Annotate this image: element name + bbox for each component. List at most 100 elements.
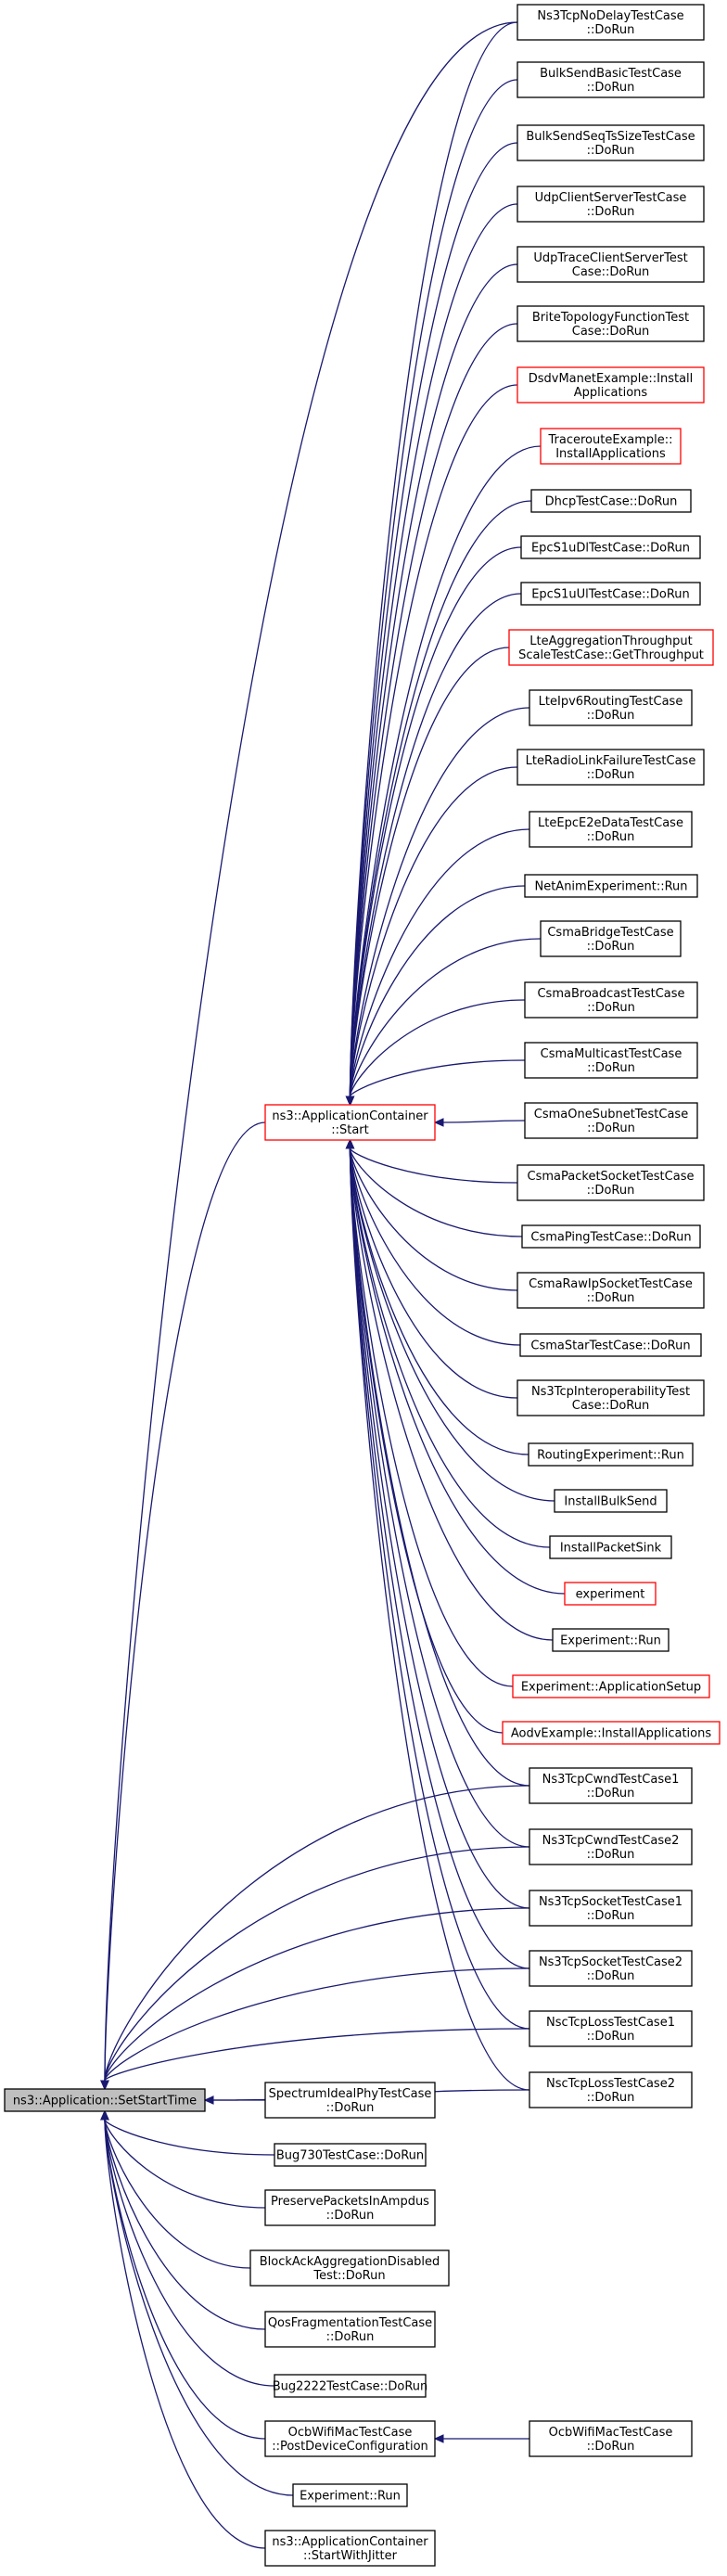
node-n19[interactable]: CsmaMulticastTestCase::DoRun [524, 1042, 698, 1079]
node-label: BriteTopologyFunctionTest [532, 311, 689, 325]
node-m09[interactable]: ns3::ApplicationContainer::StartWithJitt… [264, 2530, 436, 2567]
node-label: ::DoRun [587, 2091, 635, 2105]
node-label: Experiment::Run [300, 2490, 401, 2504]
call-edge [349, 1147, 530, 2091]
node-label: NscTcpLossTestCase1 [546, 2016, 675, 2030]
call-edge [349, 323, 518, 1097]
node-box [517, 246, 705, 283]
node-n28[interactable]: InstallPacketSink [549, 1535, 672, 1559]
node-appcontainer_start[interactable]: ns3::ApplicationContainer::Start [264, 1104, 436, 1141]
call-edge [349, 1147, 554, 1641]
node-n09[interactable]: DhcpTestCase::DoRun [530, 489, 692, 513]
node-label: ::DoRun [587, 1909, 635, 1923]
node-m07[interactable]: OcbWifiMacTestCase::PostDeviceConfigurat… [264, 2420, 436, 2457]
node-n26[interactable]: RoutingExperiment::Run [528, 1442, 694, 1467]
node-root: ns3::Application::SetStartTime [4, 2088, 206, 2112]
call-edge [104, 1907, 530, 2082]
node-n35[interactable]: Ns3TcpSocketTestCase1::DoRun [529, 1890, 693, 1927]
node-label: ns3::Application::SetStartTime [13, 2095, 197, 2108]
node-n03[interactable]: BulkSendSeqTsSizeTestCase::DoRun [517, 124, 705, 161]
node-n10[interactable]: EpcS1uDlTestCase::DoRun [520, 535, 701, 559]
call-edge [104, 2119, 266, 2440]
node-label: LteEpcE2eDataTestCase [538, 816, 683, 830]
node-box [517, 305, 705, 342]
node-box [517, 1164, 705, 1201]
node-n20[interactable]: CsmaOneSubnetTestCase::DoRun [524, 1102, 698, 1139]
node-n11[interactable]: EpcS1uUlTestCase::DoRun [520, 582, 701, 606]
node-n15[interactable]: LteEpcE2eDataTestCase::DoRun [529, 811, 693, 848]
node-box [517, 4, 705, 41]
node-m06[interactable]: Bug2222TestCase::DoRun [273, 2374, 428, 2398]
node-label: ::DoRun [326, 2101, 375, 2115]
node-label: TracerouteExample:: [548, 433, 673, 447]
node-box [529, 2010, 693, 2047]
node-n01[interactable]: Ns3TcpNoDelayTestCase::DoRun [517, 4, 705, 41]
node-label: ScaleTestCase::GetThroughput [518, 648, 704, 662]
node-n32[interactable]: AodvExample::InstallApplications [502, 1721, 721, 1745]
node-n02[interactable]: BulkSendBasicTestCase::DoRun [517, 61, 705, 98]
call-edge [349, 885, 526, 1097]
node-n16[interactable]: NetAnimExperiment::Run [524, 874, 698, 898]
node-n21[interactable]: CsmaPacketSocketTestCase::DoRun [517, 1164, 705, 1201]
node-label: CsmaStarTestCase::DoRun [530, 1339, 690, 1353]
node-label: BlockAckAggregationDisabled [260, 2255, 440, 2269]
node-box [502, 1721, 721, 1745]
call-edge [349, 79, 518, 1097]
node-box [528, 1442, 694, 1467]
node-n12[interactable]: LteAggregationThroughputScaleTestCase::G… [508, 629, 714, 666]
node-n31[interactable]: Experiment::ApplicationSetup [512, 1674, 710, 1698]
node-label: OcbWifiMacTestCase [288, 2426, 413, 2440]
call-edge [104, 1967, 530, 2082]
node-o01[interactable]: OcbWifiMacTestCase::DoRun [529, 2420, 693, 2457]
node-n27[interactable]: InstallBulkSend [554, 1489, 668, 1513]
node-box [524, 1102, 698, 1139]
node-label: ::Start [331, 1123, 369, 1137]
node-n34[interactable]: Ns3TcpCwndTestCase2::DoRun [529, 1828, 693, 1865]
node-n04[interactable]: UdpClientServerTestCase::DoRun [517, 186, 705, 223]
node-label: Bug2222TestCase::DoRun [273, 2380, 428, 2394]
call-edge [349, 21, 518, 1097]
node-label: Ns3TcpNoDelayTestCase [537, 9, 683, 23]
node-label: UdpTraceClientServerTest [533, 251, 687, 265]
call-edge [349, 1147, 530, 1787]
node-m01[interactable]: SpectrumIdealPhyTestCase::DoRun [264, 2082, 436, 2119]
node-n17[interactable]: CsmaBridgeTestCase::DoRun [540, 920, 682, 957]
node-n18[interactable]: CsmaBroadcastTestCase::DoRun [524, 981, 698, 1019]
node-label: ::DoRun [587, 1291, 635, 1305]
node-n36[interactable]: Ns3TcpSocketTestCase2::DoRun [529, 1950, 693, 1987]
node-n33[interactable]: Ns3TcpCwndTestCase1::DoRun [529, 1767, 693, 1804]
node-box [540, 920, 682, 957]
node-n08[interactable]: TracerouteExample::InstallApplications [540, 428, 682, 465]
node-m03[interactable]: PreservePacketsInAmpdus::DoRun [264, 2189, 436, 2226]
node-n07[interactable]: DsdvManetExample::InstallApplications [517, 366, 705, 404]
node-m05[interactable]: QosFragmentationTestCase::DoRun [264, 2311, 436, 2348]
node-label: ::DoRun [587, 830, 635, 844]
node-label: ::DoRun [587, 940, 635, 954]
node-label: Case::DoRun [572, 265, 649, 279]
call-edge [349, 938, 542, 1097]
edge-arrowhead [345, 1096, 355, 1107]
node-n22[interactable]: CsmaPingTestCase::DoRun [521, 1224, 701, 1249]
node-n23[interactable]: CsmaRawIpSocketTestCase::DoRun [517, 1272, 705, 1309]
node-m08[interactable]: Experiment::Run [292, 2483, 408, 2507]
node-label: LteAggregationThroughput [529, 634, 692, 648]
node-n29[interactable]: experiment [564, 1582, 657, 1606]
node-m02[interactable]: Bug730TestCase::DoRun [274, 2143, 427, 2167]
node-n37[interactable]: NscTcpLossTestCase1::DoRun [529, 2010, 693, 2047]
node-n14[interactable]: LteRadioLinkFailureTestCase::DoRun [517, 749, 705, 786]
node-label: ::DoRun [587, 1969, 635, 1983]
node-n38[interactable]: NscTcpLossTestCase2::DoRun [529, 2071, 693, 2108]
edge-arrowhead [433, 2434, 444, 2443]
node-n24[interactable]: CsmaStarTestCase::DoRun [519, 1333, 702, 1357]
node-label: NetAnimExperiment::Run [534, 880, 687, 894]
node-n13[interactable]: LteIpv6RoutingTestCase::DoRun [529, 689, 693, 726]
call-edge [349, 1147, 514, 1687]
call-edge [349, 384, 518, 1097]
call-edge [104, 21, 518, 2082]
node-n30[interactable]: Experiment::Run [552, 1628, 670, 1652]
node-label: Experiment::ApplicationSetup [521, 1681, 701, 1695]
